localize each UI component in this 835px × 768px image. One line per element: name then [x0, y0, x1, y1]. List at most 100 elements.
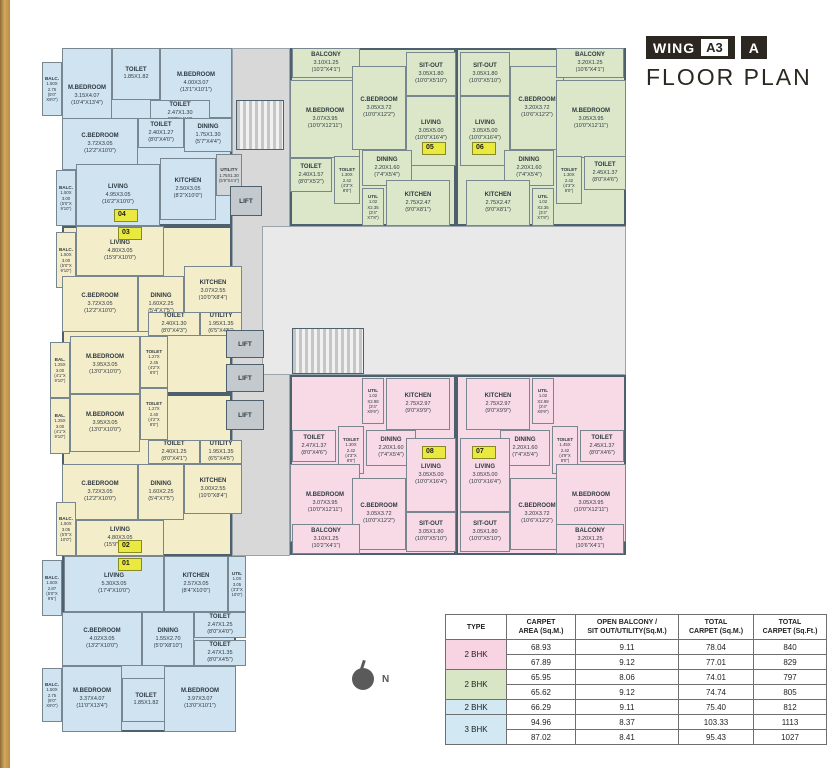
room-dimension: (8'0"X4'5") — [207, 656, 233, 663]
room-dimension: 3.20X1.25 — [577, 535, 603, 542]
room-dimension: (8'0"X5'2") — [298, 178, 324, 185]
room-dimension: (8'0"X4'1") — [161, 455, 187, 462]
room-label: UTILITY — [209, 441, 233, 448]
room-label: TOILET — [338, 166, 356, 172]
room-label: BALC. — [44, 574, 60, 580]
room-dimension: (9'0"X8'1") — [405, 206, 431, 213]
room-dimension: (15'9"X10'0") — [104, 254, 136, 261]
room-dimension: 2.50X3.05 — [175, 185, 201, 192]
room-dimension: (10'0"X5'10") — [415, 77, 447, 84]
room-dimension: 3.00 — [61, 257, 71, 263]
table-cell: 68.93 — [506, 639, 576, 656]
room-dimension: 8'0") — [149, 369, 159, 375]
room-dimension: (10'0"X16'4") — [469, 134, 501, 141]
room-dimension: 8'0") — [342, 187, 352, 193]
room-dimension: 2.20X1.60 — [378, 444, 404, 451]
room-dimension: 2.75X2.97 — [485, 400, 511, 407]
room-label: LIVING — [420, 464, 441, 471]
room-dimension: (8'2"X10'0") — [173, 192, 203, 199]
room-dimension: (5'0"X — [60, 200, 72, 206]
room-dimension: 2.47X1.37 — [301, 442, 327, 449]
room-label: M.BEDROOM — [306, 492, 344, 499]
room-dimension: (10'6"X12'2") — [521, 111, 553, 118]
room-dimension: 3.37X4.07 — [79, 695, 105, 702]
table-cell: 65.62 — [506, 684, 576, 701]
room-dimension: (13'2"X10'0") — [86, 642, 118, 649]
room-dimension: (3'4" — [538, 209, 548, 215]
room-dimension: 3.20X3.72 — [524, 104, 550, 111]
room-dimension: 3.95X3.05 — [92, 419, 118, 426]
room-dimension: 5.30X3.05 — [101, 580, 127, 587]
room-dimension: 2.47X1.30 — [167, 109, 193, 116]
room-dimension: X2.35 — [367, 204, 379, 210]
room-dimension: 3.72X3.05 — [87, 300, 113, 307]
room-label: DINING — [150, 481, 172, 488]
room-dimension: 2.57X3.05 — [183, 580, 209, 587]
room-dimension: (13'0"X10'0") — [89, 426, 121, 433]
room-dimension: 3.05 — [61, 526, 71, 532]
page-title: FLOOR PLAN — [646, 64, 812, 90]
room-label: BAL. — [54, 356, 66, 362]
room-label: TOILET — [135, 692, 157, 699]
room-dimension: 8'0") — [564, 187, 574, 193]
room-label: C.BEDROOM — [83, 628, 121, 635]
room-label: TOILET — [125, 66, 147, 73]
north-arrow-icon — [352, 668, 374, 690]
room-dimension: 3.05X3.72 — [366, 510, 392, 517]
room-label: KITCHEN — [404, 192, 432, 199]
room-label: BALC. — [44, 75, 60, 81]
room-label: BAL. — [54, 412, 66, 418]
room-dimension: 1.27X — [148, 406, 160, 412]
room-dimension: (7'4"X5'4") — [378, 451, 404, 458]
room-dimension: 1.75X1.30 — [195, 131, 221, 138]
room-dimension: 2.47X1.25 — [207, 621, 233, 628]
room-label: C.BEDROOM — [81, 133, 119, 140]
room-dimension: 1.95X1.35 — [208, 448, 234, 455]
room-label: UTIL — [231, 570, 243, 576]
room-dimension: 3.05X5.00 — [418, 127, 444, 134]
north-label: N — [382, 673, 390, 685]
unit-number-03: 03 — [118, 227, 142, 240]
room-dimension: (10'6"X4'1") — [575, 66, 605, 73]
room-label: SIT-OUT — [419, 63, 443, 70]
room-label: KITCHEN — [404, 393, 432, 400]
room-label: M.BEDROOM — [572, 108, 610, 115]
unit-type-cell: 2 BHK — [445, 669, 507, 701]
room-dimension: (10'0"X8'4") — [198, 294, 228, 301]
room-label: BALC. — [58, 246, 74, 252]
room-dimension: 9'5") — [47, 595, 57, 601]
room-dimension: 1.60X2.25 — [148, 300, 174, 307]
room-dimension: 2.40X1.57 — [298, 171, 324, 178]
room-dimension: (3'4" — [368, 209, 378, 215]
room-dimension: (10'0"X12'11") — [573, 506, 609, 513]
room-dimension: (8'0"X4'0") — [148, 136, 174, 143]
room-dimension: 1.60X2.25 — [148, 488, 174, 495]
room-dimension: 3.20X1.25 — [577, 59, 603, 66]
room-dimension: (10'2"X4'1") — [311, 66, 341, 73]
room-label: LIVING — [109, 240, 130, 247]
unit-type-cell: 2 BHK — [445, 639, 507, 671]
room-label: TOILET — [150, 122, 172, 129]
room-label: TOILET — [594, 162, 616, 169]
room-label: LIVING — [474, 120, 495, 127]
room-dimension: 10'0") — [60, 536, 72, 542]
room-dimension: 10'0") — [231, 591, 243, 597]
room-label: M.BEDROOM — [73, 688, 111, 695]
table-cell: 9.12 — [575, 684, 679, 701]
